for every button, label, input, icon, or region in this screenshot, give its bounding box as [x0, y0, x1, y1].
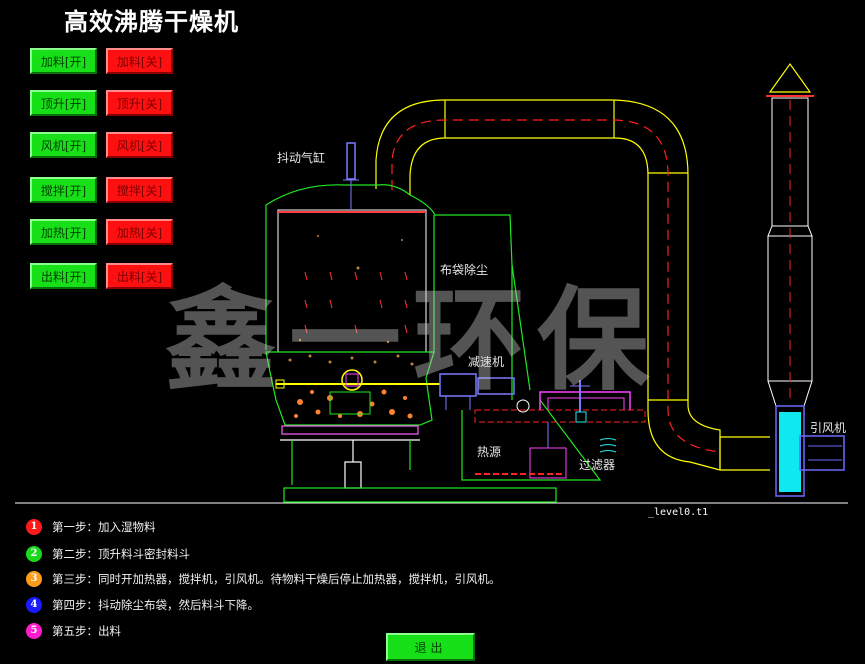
page-title: 高效沸腾干燥机 — [64, 8, 239, 36]
step-5: 5 第五步：出料 — [26, 623, 506, 639]
label-bag-filter: 布袋除尘 — [440, 263, 489, 277]
shake-cylinder — [343, 142, 359, 210]
step-1: 1 第一步：加入湿物料 — [26, 519, 506, 535]
feed-off-button[interactable]: 加料[关] — [106, 48, 173, 74]
stir-on-button[interactable]: 搅拌[开] — [30, 177, 97, 203]
fan-on-button[interactable]: 风机[开] — [30, 132, 97, 158]
step-text: 第五步：出料 — [52, 624, 121, 638]
chimney — [766, 62, 845, 497]
discharge-off-button[interactable]: 出料[关] — [106, 263, 173, 289]
discharge-on-button[interactable]: 出料[开] — [30, 263, 97, 289]
step-number: 5 — [26, 623, 42, 639]
step-text: 第二步：顶升料斗密封料斗 — [52, 547, 190, 561]
exit-button[interactable]: 退出 — [386, 633, 475, 661]
label-induced-fan: 引风机 — [810, 421, 847, 435]
stirring-assembly — [275, 369, 515, 415]
dryer-vessel — [265, 184, 602, 503]
airflow-marks — [304, 271, 408, 334]
step-3: 3 第三步：同时开加热器，搅拌机，引风机。待物料干燥后停止加热器，搅拌机，引风机… — [26, 571, 516, 587]
feed-on-button[interactable]: 加料[开] — [30, 48, 97, 74]
step-number: 3 — [26, 571, 42, 587]
stir-off-button[interactable]: 搅拌[关] — [106, 177, 173, 203]
step-text: 第三步：同时开加热器，搅拌机，引风机。待物料干燥后停止加热器，搅拌机，引风机。 — [52, 572, 501, 586]
material-dust — [288, 235, 414, 366]
label-reducer: 减速机 — [468, 355, 505, 369]
level-tag: _level0.t1 — [648, 507, 709, 518]
heat-on-button[interactable]: 加热[开] — [30, 219, 97, 245]
step-number: 4 — [26, 597, 42, 613]
lift-off-button[interactable]: 顶升[关] — [106, 90, 173, 116]
heater-assembly — [474, 380, 646, 479]
air-duct — [375, 99, 770, 471]
lift-on-button[interactable]: 顶升[开] — [30, 90, 97, 116]
label-filter: 过滤器 — [579, 458, 616, 472]
watermark: 鑫一环保 — [165, 276, 661, 406]
step-number: 2 — [26, 546, 42, 562]
fan-off-button[interactable]: 风机[关] — [106, 132, 173, 158]
step-text: 第四步：抖动除尘布袋，然后料斗下降。 — [52, 598, 259, 612]
step-text: 第一步：加入湿物料 — [52, 520, 156, 534]
label-shake-cylinder: 抖动气缸 — [277, 151, 326, 165]
step-4: 4 第四步：抖动除尘布袋，然后料斗下降。 — [26, 597, 266, 613]
step-number: 1 — [26, 519, 42, 535]
step-2: 2 第二步：顶升料斗密封料斗 — [26, 546, 506, 562]
label-heat-source: 热源 — [477, 445, 502, 459]
heat-off-button[interactable]: 加热[关] — [106, 219, 173, 245]
